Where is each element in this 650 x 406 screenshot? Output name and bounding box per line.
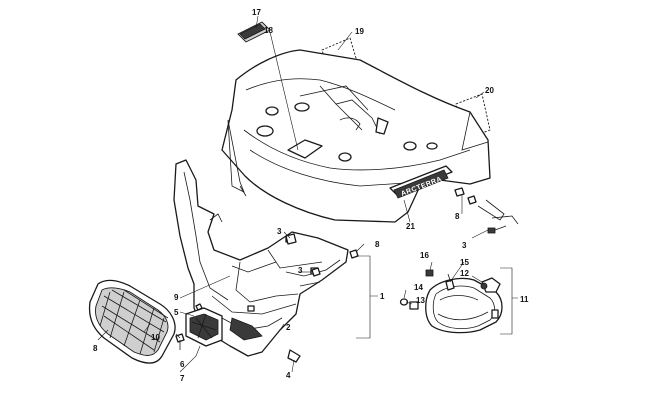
leader-lines: [97, 15, 489, 373]
fender-hardware: [454, 187, 519, 234]
part-11-headlight: [425, 277, 503, 334]
callout-11: 11: [520, 295, 529, 304]
callout-2: 2: [286, 323, 291, 332]
callout-3-bumper-top: 3: [277, 227, 282, 236]
callout-1: 1: [380, 292, 385, 301]
callout-5: 5: [174, 308, 179, 317]
callout-18: 18: [264, 26, 273, 35]
callout-21: 21: [406, 222, 415, 231]
callout-8-grille: 8: [93, 344, 98, 353]
callout-6: 6: [180, 360, 185, 369]
callout-14: 14: [414, 283, 423, 292]
callout-19: 19: [355, 27, 364, 36]
group-11-bracket: [500, 267, 518, 335]
callout-3-fender: 3: [462, 241, 467, 250]
callout-8-fender: 8: [455, 212, 460, 221]
headlight-hardware: [399, 269, 501, 310]
callout-15: 15: [460, 258, 469, 267]
callout-8-bumper: 8: [375, 240, 380, 249]
callout-10: 10: [151, 333, 160, 342]
callout-20: 20: [485, 86, 494, 95]
part-5-grille-insert: [185, 307, 223, 347]
callout-17: 17: [252, 8, 261, 17]
callout-4: 4: [286, 371, 291, 380]
part-10-mesh-grille: [88, 279, 176, 364]
group-1-bracket: [356, 255, 378, 339]
callout-16: 16: [420, 251, 429, 260]
callout-12: 12: [460, 269, 469, 278]
callout-9: 9: [174, 293, 179, 302]
callout-numbers: 17 18 19 20 21 3 3 3 8 8 8 1 2 4 5 6 7 9…: [93, 8, 529, 383]
callout-13: 13: [416, 296, 425, 305]
part-17-decal: [237, 21, 271, 43]
part-18-front-fender: [221, 49, 491, 223]
callout-7: 7: [180, 374, 185, 383]
callout-3-bumper-side: 3: [298, 266, 303, 275]
